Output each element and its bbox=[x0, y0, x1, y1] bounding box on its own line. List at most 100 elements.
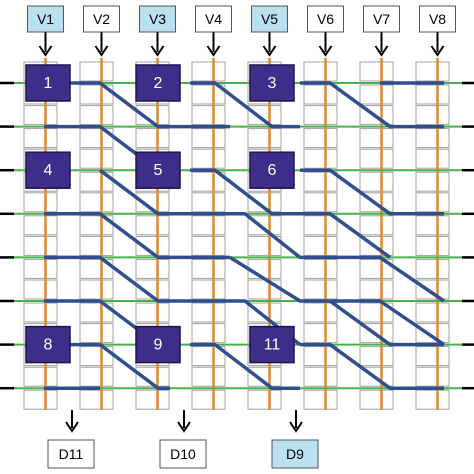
route-path bbox=[300, 81, 444, 129]
grid-cell bbox=[191, 346, 226, 367]
grid-cell bbox=[191, 84, 226, 105]
grid-cell bbox=[359, 171, 394, 192]
output-label: D11 bbox=[59, 446, 84, 462]
grid-cell bbox=[415, 148, 450, 169]
route-path bbox=[44, 212, 230, 260]
grid-cell bbox=[191, 192, 226, 213]
node-label: 4 bbox=[44, 162, 53, 179]
grid-cell bbox=[303, 279, 338, 300]
grid-cell bbox=[191, 128, 226, 149]
node-box bbox=[249, 64, 295, 102]
node-box bbox=[135, 151, 181, 189]
grid-cell bbox=[247, 258, 282, 279]
grid-cell bbox=[415, 235, 450, 256]
output-label-box bbox=[271, 439, 319, 469]
grid-cell bbox=[359, 215, 394, 236]
node-box bbox=[249, 151, 295, 189]
node-box bbox=[135, 325, 181, 364]
grid-cell bbox=[303, 389, 338, 410]
grid-cell bbox=[303, 302, 338, 323]
grid-cell bbox=[415, 105, 450, 126]
arrow-head-icon bbox=[206, 45, 221, 57]
grid-cell bbox=[23, 389, 58, 410]
grid-cell bbox=[359, 346, 394, 367]
grid-cell bbox=[415, 389, 450, 410]
node-box bbox=[249, 325, 295, 364]
grid-cell bbox=[303, 323, 338, 344]
grid-cell bbox=[191, 279, 226, 300]
arrow-head-icon bbox=[289, 421, 303, 433]
grid-cell bbox=[79, 148, 114, 169]
grid-cell bbox=[303, 192, 338, 213]
grid-cell bbox=[23, 128, 58, 149]
grid-cell bbox=[191, 105, 226, 126]
bottom-labels: D11 D10 D9 bbox=[47, 410, 319, 469]
grid-cell bbox=[191, 171, 226, 192]
input-label-box bbox=[195, 5, 232, 33]
input-label: V4 bbox=[205, 11, 222, 27]
node-label: 8 bbox=[44, 337, 53, 354]
grid-cell bbox=[415, 346, 450, 367]
grid-cell bbox=[247, 366, 282, 387]
node-box bbox=[25, 151, 71, 189]
grid-cell bbox=[79, 192, 114, 213]
input-label-box bbox=[307, 5, 344, 33]
grid-cell bbox=[191, 323, 226, 344]
grid-cell bbox=[303, 105, 338, 126]
input-label: V5 bbox=[261, 11, 278, 27]
grid-cell bbox=[303, 346, 338, 367]
grid-cell bbox=[135, 128, 170, 149]
grid-cell bbox=[247, 128, 282, 149]
grid-cell bbox=[415, 366, 450, 387]
grid-cell bbox=[247, 192, 282, 213]
route-path bbox=[70, 342, 170, 390]
grid-cell bbox=[191, 366, 226, 387]
grid-cell bbox=[359, 128, 394, 149]
grid-cell bbox=[415, 171, 450, 192]
node-label: 2 bbox=[154, 75, 163, 92]
arrow-head-icon bbox=[177, 421, 191, 433]
routing-paths bbox=[44, 81, 445, 390]
input-label-box bbox=[27, 5, 64, 33]
arrow-head-icon bbox=[262, 45, 277, 57]
grid-cell bbox=[303, 128, 338, 149]
grid-cell bbox=[191, 215, 226, 236]
grid-cell bbox=[23, 302, 58, 323]
input-label-box bbox=[139, 5, 176, 33]
input-label: V8 bbox=[429, 11, 446, 27]
grid-cell bbox=[135, 258, 170, 279]
node-label: 3 bbox=[268, 75, 277, 92]
grid-cell bbox=[415, 192, 450, 213]
grid-cell bbox=[303, 171, 338, 192]
grid-cell bbox=[79, 235, 114, 256]
grid-cell bbox=[359, 389, 394, 410]
grid-cell bbox=[191, 61, 226, 82]
grid-cell bbox=[359, 84, 394, 105]
grid-cell bbox=[191, 389, 226, 410]
grid-cell bbox=[303, 235, 338, 256]
grid-cell bbox=[415, 215, 450, 236]
input-label: V7 bbox=[373, 11, 390, 27]
grid-cell bbox=[23, 192, 58, 213]
grid-cell bbox=[415, 258, 450, 279]
node-label: 1 bbox=[44, 75, 53, 92]
grid-cell bbox=[79, 323, 114, 344]
input-label: V3 bbox=[149, 11, 166, 27]
route-path bbox=[44, 255, 302, 346]
output-label: D10 bbox=[170, 446, 196, 462]
input-label: V2 bbox=[93, 11, 110, 27]
grid-cell bbox=[23, 366, 58, 387]
output-label: D9 bbox=[286, 446, 304, 462]
grid-cell bbox=[415, 128, 450, 149]
grid-cell bbox=[191, 148, 226, 169]
route-path bbox=[300, 168, 444, 216]
grid-cell bbox=[79, 366, 114, 387]
arrow-head-icon bbox=[374, 45, 389, 57]
grid-cell bbox=[79, 389, 114, 410]
grid-cell bbox=[79, 105, 114, 126]
grid-cell bbox=[415, 84, 450, 105]
node-box bbox=[25, 325, 71, 364]
grid-cell bbox=[23, 215, 58, 236]
grid-cell bbox=[135, 215, 170, 236]
